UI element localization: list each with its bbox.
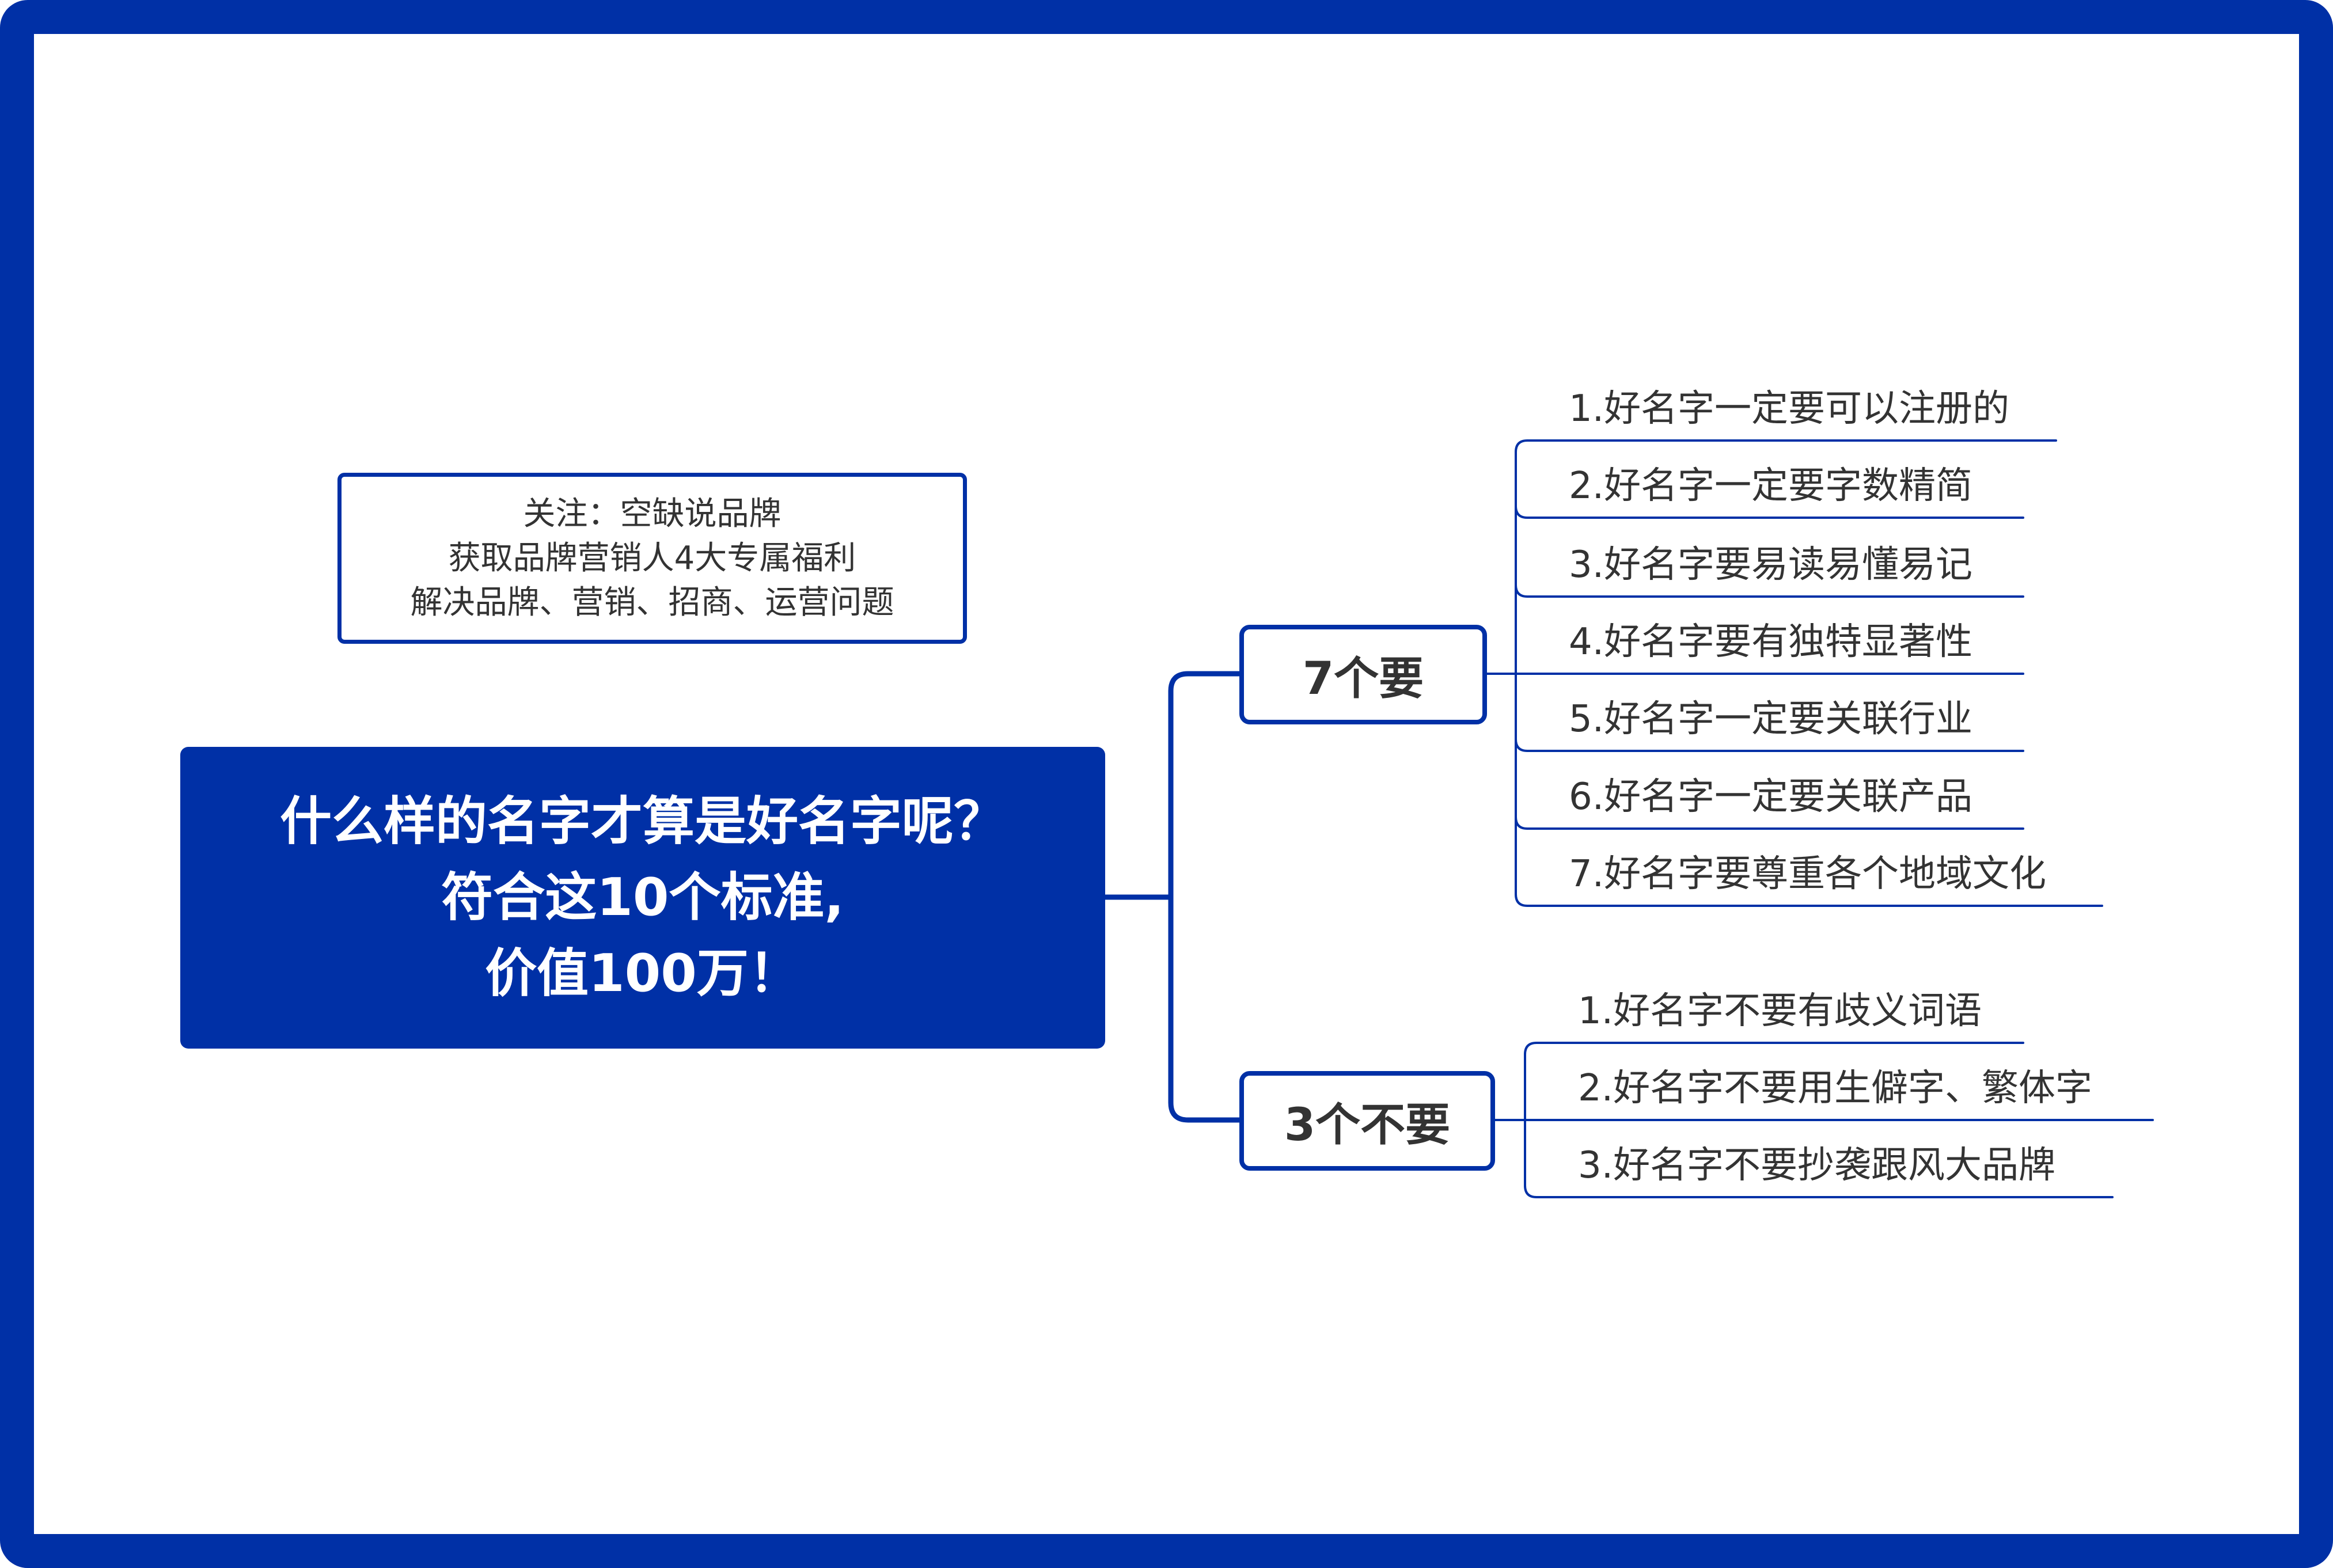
leaf-item[interactable]: 1.好名字一定要可以注册的 — [1569, 388, 2010, 430]
branch-node-three-donts[interactable]: 3个不要 — [1239, 1071, 1495, 1171]
root-title-line-3: 价值100万！ — [485, 943, 801, 1004]
branch-label: 3个不要 — [1284, 1099, 1451, 1151]
trunk-connector — [1168, 671, 1242, 1123]
leaf-item[interactable]: 4.好名字要有独特显著性 — [1569, 621, 1973, 663]
leaf-item[interactable]: 2.好名字一定要字数精简 — [1569, 465, 1973, 507]
leaf-item[interactable]: 2.好名字不要用生僻字、繁体字 — [1578, 1067, 2093, 1110]
leaf-item[interactable]: 1.好名字不要有歧义词语 — [1578, 990, 1982, 1032]
branch-node-seven-dos[interactable]: 7个要 — [1239, 625, 1487, 724]
root-topic-node[interactable]: 什么样的名字才算是好名字呢？ 符合这10个标准, 价值100万！ — [180, 747, 1105, 1049]
callout-line-1: 关注：空缺说品牌 — [523, 495, 782, 533]
leaf-item[interactable]: 6.好名字一定要关联产品 — [1569, 776, 1973, 818]
leaf-item[interactable]: 7.好名字要尊重各个地域文化 — [1569, 853, 2047, 895]
leaf-item[interactable]: 3.好名字要易读易懂易记 — [1569, 544, 1973, 586]
branch-label: 7个要 — [1302, 652, 1424, 705]
follow-callout-box: 关注：空缺说品牌 获取品牌营销人4大专属福利 解决品牌、营销、招商、运营问题 — [337, 473, 967, 644]
callout-line-2: 获取品牌营销人4大专属福利 — [448, 540, 856, 577]
root-title-line-1: 什么样的名字才算是好名字呢？ — [280, 791, 1006, 852]
root-title-line-2: 符合这10个标准, — [441, 867, 844, 928]
leaf-item[interactable]: 3.好名字不要抄袭跟风大品牌 — [1578, 1144, 2056, 1187]
leaf-item[interactable]: 5.好名字一定要关联行业 — [1569, 698, 1973, 741]
callout-line-3: 解决品牌、营销、招商、运营问题 — [410, 584, 894, 621]
